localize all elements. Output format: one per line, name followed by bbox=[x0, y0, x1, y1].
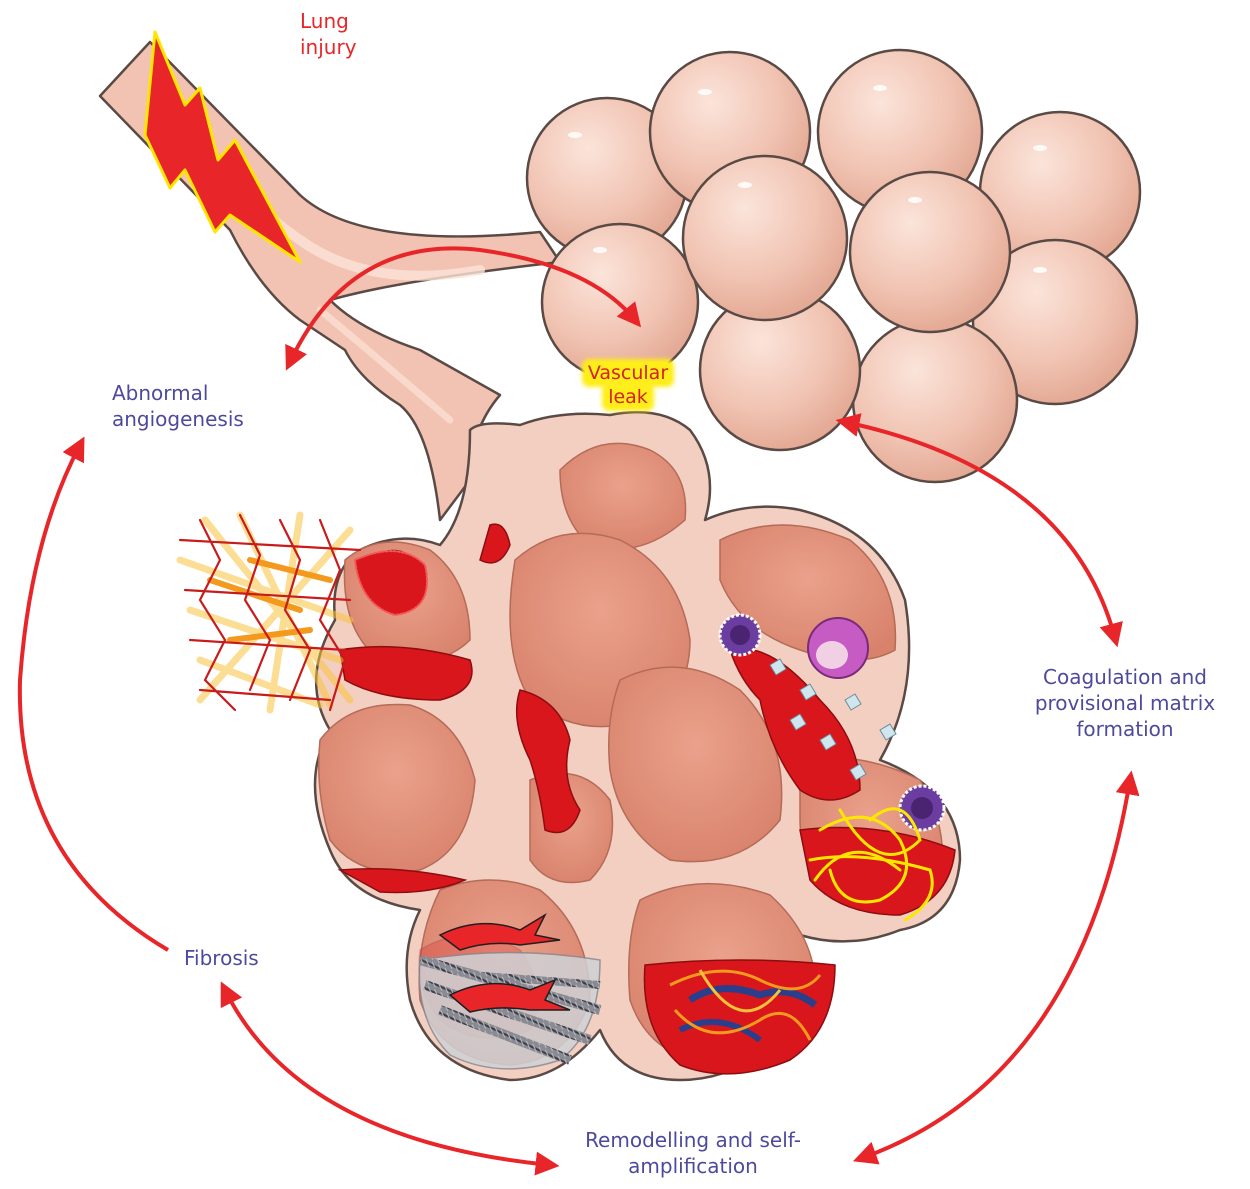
remodelling-line2: amplification bbox=[558, 1153, 828, 1179]
fibrosis-label: Fibrosis bbox=[184, 945, 259, 971]
arrow-fibrosis-angiogenesis bbox=[20, 445, 168, 950]
haemorrhagic-alveolus bbox=[644, 960, 835, 1074]
coagulation-label: Coagulation and provisional matrix forma… bbox=[1022, 664, 1228, 742]
vascular-leak-label: Vascular leak bbox=[568, 361, 688, 409]
alveolus-cross-section bbox=[315, 412, 960, 1080]
remodelling-line1: Remodelling and self- bbox=[558, 1127, 828, 1153]
lung-injury-label: Lung injury bbox=[300, 8, 357, 60]
abnormal-angiogenesis-line1: Abnormal bbox=[112, 380, 244, 406]
vascular-leak-line2: leak bbox=[605, 386, 651, 408]
abnormal-angiogenesis-line2: angiogenesis bbox=[112, 406, 244, 432]
coagulation-line2: provisional matrix bbox=[1022, 690, 1228, 716]
vascular-leak-line1: Vascular bbox=[585, 362, 671, 384]
remodelling-label: Remodelling and self- amplification bbox=[558, 1127, 828, 1179]
lung-injury-label-line1: Lung bbox=[300, 8, 357, 34]
abnormal-angiogenesis-label: Abnormal angiogenesis bbox=[112, 380, 244, 432]
lung-injury-label-line2: injury bbox=[300, 34, 357, 60]
coagulation-line3: formation bbox=[1022, 716, 1228, 742]
fibrosis-text: Fibrosis bbox=[184, 946, 259, 970]
coagulation-line1: Coagulation and bbox=[1022, 664, 1228, 690]
